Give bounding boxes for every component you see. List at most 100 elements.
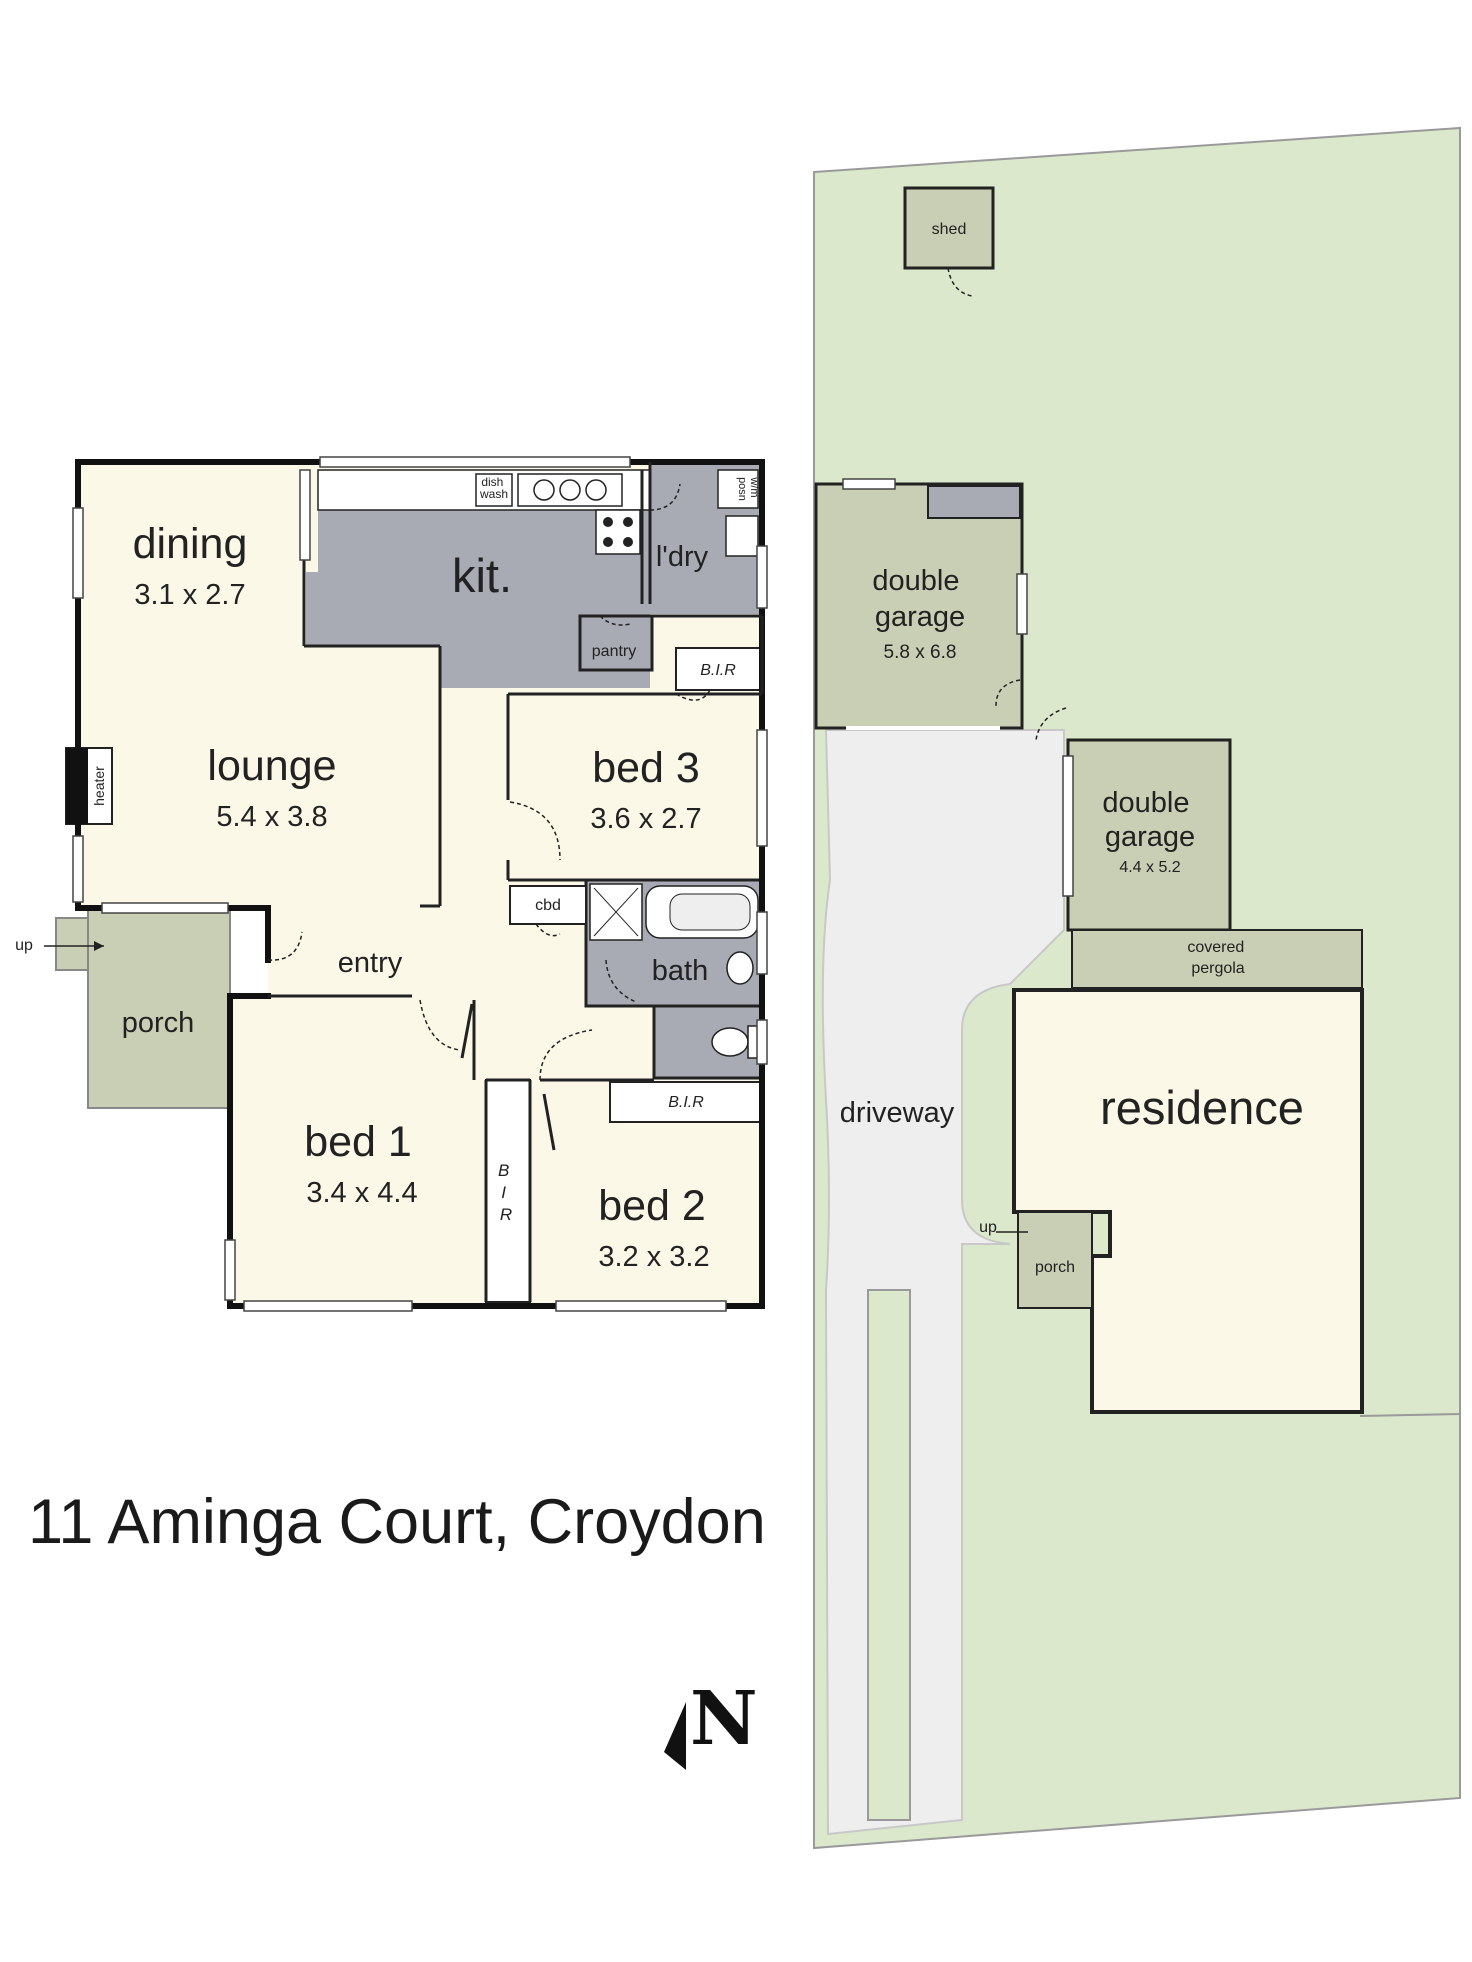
dining-label: dining — [133, 520, 248, 568]
entry-label: entry — [338, 947, 403, 979]
dishwasher — [475, 473, 513, 507]
sink-bowl — [559, 479, 581, 501]
garage2-label: double garage — [1102, 787, 1197, 853]
window — [72, 835, 84, 903]
porch-label: porch — [122, 1007, 195, 1039]
toilet-bowl — [711, 1027, 749, 1057]
door-leaves — [460, 470, 644, 1151]
wm-label-l1: w/m — [748, 476, 760, 497]
window — [756, 545, 768, 609]
heater-label: heater — [91, 766, 107, 806]
bed2-label: bed 2 — [598, 1182, 706, 1230]
window — [756, 1019, 768, 1065]
door-swing — [267, 931, 303, 961]
bir-l1: B — [498, 1161, 509, 1180]
window — [72, 507, 84, 599]
hotplate — [603, 517, 613, 527]
garage1-door-swing — [995, 679, 1021, 707]
door-swing — [535, 923, 561, 937]
washing-machine-label: w/m posn — [736, 476, 760, 501]
wm-label-l2: posn — [736, 477, 748, 501]
pantry-label: pantry — [592, 643, 636, 660]
pergola-label-l2: pergola — [1191, 960, 1244, 977]
residence-up-label: up — [979, 1219, 997, 1236]
up-arrow-head — [94, 941, 104, 951]
garage2-label-l2: garage — [1105, 821, 1195, 853]
residence-label: residence — [1100, 1081, 1304, 1134]
window — [756, 911, 768, 975]
kitchen-label: kit. — [452, 549, 512, 602]
bed2-bir — [609, 1081, 763, 1123]
door-swings — [267, 483, 711, 1081]
dining-dims: 3.1 x 2.7 — [134, 579, 245, 611]
bed3-dims: 3.6 x 2.7 — [590, 803, 701, 835]
bir-l2: I — [501, 1183, 506, 1202]
double-garage-1 — [814, 482, 1024, 730]
dishwasher-label-l1: dish — [481, 475, 503, 489]
bed3-label: bed 3 — [592, 744, 700, 792]
bed2-bir-label: B.I.R — [668, 1094, 704, 1111]
hotplate — [623, 517, 633, 527]
garage2-dims: 4.4 x 5.2 — [1119, 859, 1180, 876]
door-swing — [675, 689, 711, 701]
bir-l3: R — [500, 1205, 512, 1224]
door-swing — [605, 959, 637, 1003]
sink-bowl — [585, 479, 607, 501]
garage1-label-l2: garage — [875, 601, 965, 633]
hotplate — [603, 537, 613, 547]
door-swing — [539, 1029, 593, 1081]
bath-label: bath — [652, 955, 708, 987]
laundry-label: l'dry — [656, 541, 709, 573]
pergola-label-l1: covered — [1187, 939, 1244, 956]
bed1-dims: 3.4 x 4.4 — [306, 1177, 417, 1209]
sink-bowl — [533, 479, 555, 501]
lounge-label: lounge — [207, 742, 336, 790]
cupboard — [509, 885, 587, 925]
door-swing — [649, 483, 681, 511]
dishwasher-label-l2: wash — [479, 487, 508, 501]
garage1-label: double garage — [872, 565, 967, 633]
pergola-label: covered pergola — [1187, 939, 1248, 977]
garage-wc — [927, 485, 1021, 519]
north-arrow-icon — [664, 1702, 686, 1770]
up-label: up — [15, 937, 33, 954]
washing-machine — [717, 469, 759, 509]
garage2-label-l1: double — [1102, 787, 1189, 819]
property-address: 11 Aminga Court, Croydon — [28, 1487, 766, 1557]
laundry-trough — [725, 515, 759, 557]
window — [1016, 573, 1028, 635]
window — [1062, 755, 1074, 897]
garage1-label-l1: double — [872, 565, 959, 597]
cupboard-label: cbd — [535, 897, 561, 914]
pantry — [578, 614, 654, 672]
residence-porch — [1017, 1211, 1093, 1309]
bed1-bir-label: B I R — [498, 1161, 514, 1224]
front-porch — [87, 907, 231, 1109]
window — [101, 902, 229, 914]
garden-strip — [867, 1289, 911, 1821]
boundary-line — [1359, 1413, 1461, 1417]
window — [555, 1300, 727, 1312]
bathroom-basin — [726, 951, 754, 985]
window — [756, 729, 768, 847]
shed-door-swing — [947, 267, 973, 297]
window — [319, 456, 631, 468]
window — [243, 1300, 413, 1312]
interior-walls — [268, 462, 764, 1302]
bed2-dims: 3.2 x 3.2 — [598, 1241, 709, 1273]
shower-cross — [593, 887, 639, 937]
shed — [903, 186, 995, 270]
outer-wall — [75, 459, 765, 1309]
residence-porch-label: porch — [1035, 1259, 1075, 1276]
kitchen-cooktop — [595, 509, 641, 555]
door-leaf — [460, 1003, 474, 1059]
door-leaf — [542, 1093, 556, 1151]
bed3-bir-label: B.I.R — [700, 662, 736, 679]
window — [842, 478, 896, 490]
window — [299, 469, 311, 561]
garage1-dims: 5.8 x 6.8 — [884, 642, 957, 663]
door-swing — [599, 615, 631, 626]
door-swing — [509, 801, 561, 861]
bed1-label: bed 1 — [304, 1118, 412, 1166]
